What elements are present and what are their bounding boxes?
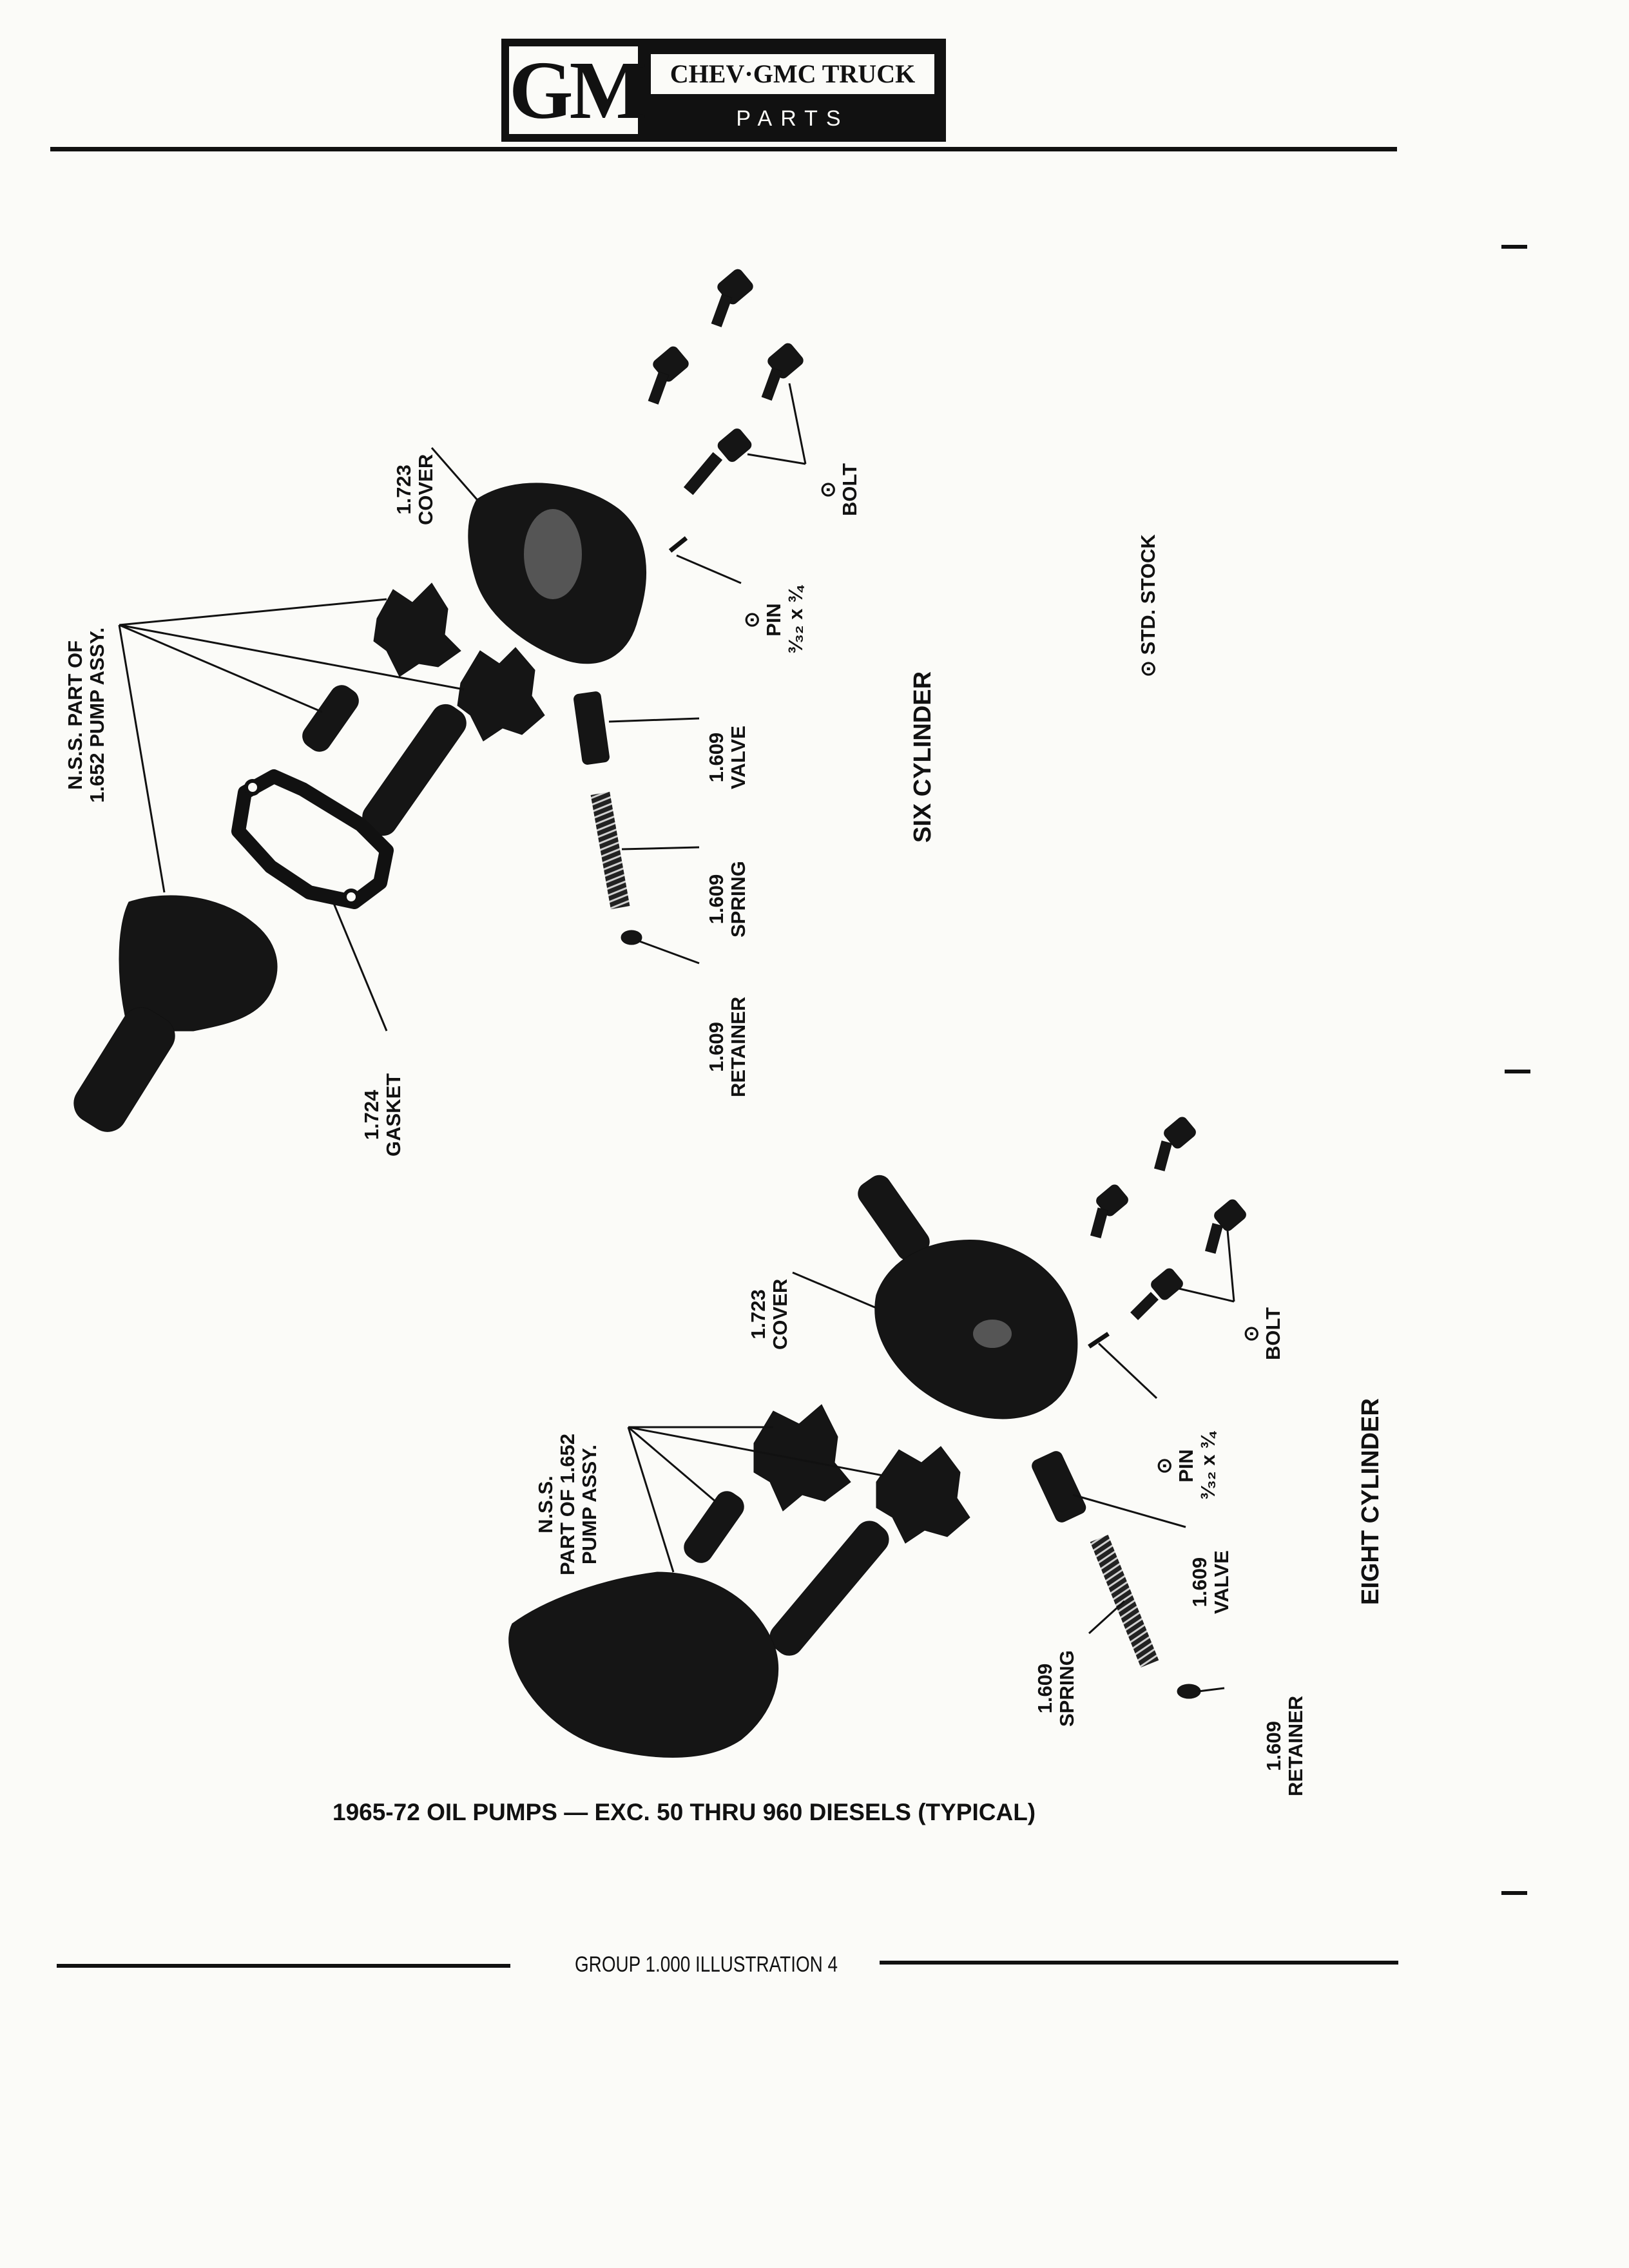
six-cylinder-parts (73, 269, 804, 1132)
gm-logo: GM (509, 44, 647, 136)
six-bolt-label: ⊙ BOLT (816, 463, 861, 516)
bolt-icon (1090, 1184, 1128, 1238)
drive-gear (876, 1446, 970, 1544)
six-gasket-label: 1.724 GASKET (360, 1073, 405, 1157)
bolt-icon (711, 269, 753, 327)
pump-body (508, 1571, 779, 1758)
margin-mark (1501, 245, 1527, 249)
bolt-icon (683, 428, 752, 495)
dowel (302, 685, 359, 752)
six-nss-label: N.S.S. PART OF 1.652 PUMP ASSY. (64, 627, 108, 803)
spring (590, 791, 630, 910)
drive-gear (457, 647, 545, 742)
eight-bolt-label: ⊙ BOLT (1240, 1307, 1284, 1360)
bolt-icon (1153, 1117, 1196, 1171)
retainer (621, 930, 642, 945)
brand-title: CHEV·GMC TRUCK (651, 54, 934, 94)
idler-gear (373, 582, 461, 677)
figure-caption: 1965-72 OIL PUMPS — EXC. 50 THRU 960 DIE… (333, 1799, 1036, 1825)
footer-label: GROUP 1.000 ILLUSTRATION 4 (575, 1952, 838, 1977)
six-pin-label: ⊙ PIN ³⁄₃₂ x ¾ (740, 586, 807, 653)
six-spring-label: 1.609 SPRING (705, 860, 749, 937)
dowel (684, 1491, 744, 1563)
eight-cylinder-parts (508, 1117, 1246, 1758)
valve (574, 691, 610, 765)
footer-rule-right (880, 1961, 1398, 1965)
gm-parts-catalogue-logo: GM CHEV·GMC TRUCK PARTS CATALOGUE (501, 39, 946, 167)
six-retainer-label: 1.609 RETAINER (705, 996, 749, 1097)
bolt-icon (1130, 1268, 1183, 1320)
bolt-icon (648, 346, 689, 405)
std-stock-note: ⊙ STD. STOCK (1137, 534, 1159, 677)
eight-cover-label: 1.723 COVER (747, 1278, 791, 1350)
six-cylinder-leader-lines (118, 383, 807, 1032)
eight-cylinder-title: EIGHT CYLINDER (1357, 1398, 1384, 1605)
footer-rule-left (57, 1964, 510, 1968)
margin-mark (1501, 1891, 1527, 1895)
drive-shaft (769, 1521, 889, 1656)
pump-body-shaft (73, 1007, 175, 1132)
eight-nss-label: N.S.S. PART OF 1.652 PUMP ASSY. (534, 1434, 601, 1575)
margin-mark (1505, 1070, 1530, 1073)
catalogue-subtitle: PARTS CATALOGUE (689, 106, 896, 167)
eight-pin-label: ⊙ PIN ³⁄₃₂ x ¾ (1153, 1432, 1219, 1499)
eight-valve-label: 1.609 VALVE (1188, 1550, 1233, 1614)
valve (1032, 1451, 1086, 1523)
eight-spring-label: 1.609 SPRING (1034, 1649, 1078, 1727)
pump-body (119, 895, 278, 1046)
six-valve-label: 1.609 VALVE (705, 725, 749, 789)
eight-retainer-label: 1.609 RETAINER (1262, 1695, 1307, 1796)
bolt-icon (1204, 1199, 1246, 1254)
gasket (231, 769, 394, 909)
idler-gear (753, 1404, 851, 1512)
six-cover-label: 1.723 COVER (392, 454, 437, 525)
bolt-icon (761, 343, 804, 401)
pin (1088, 1332, 1110, 1349)
header-rule (50, 147, 1397, 151)
six-cylinder-title: SIX CYLINDER (909, 671, 936, 843)
retainer (1177, 1684, 1201, 1699)
eight-cylinder-leader-lines (627, 1230, 1235, 1693)
pin (668, 536, 688, 553)
drive-shaft (362, 704, 467, 836)
